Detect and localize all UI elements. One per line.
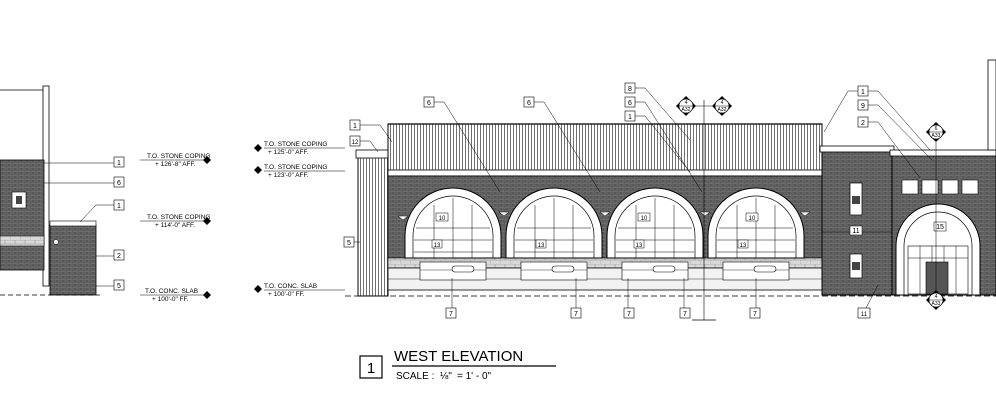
svg-text:6: 6 (935, 126, 938, 132)
tag-7c: 7 (627, 311, 631, 318)
scale-label: SCALE : (396, 371, 434, 382)
level-note-1-elev: + 126'-8" AFF. (155, 161, 196, 168)
door-label-10b: 10 (641, 216, 648, 222)
tag-9: 9 (861, 103, 865, 110)
svg-text:4: 4 (685, 100, 688, 106)
main-tags: 1 12 5 6 6 8 6 1 1 9 2 7 (343, 82, 933, 319)
tag-6b: 6 (427, 100, 431, 107)
tag-6c: 6 (527, 100, 531, 107)
door-label-13b: 13 (538, 243, 545, 249)
door-label-11: 11 (852, 228, 859, 235)
level-note-2-label: T.O. STONE COPING (147, 214, 210, 221)
door-labels: 10 13 13 10 13 10 13 (431, 212, 759, 249)
level-note-4-elev: + 125'-0" AFF. (268, 149, 309, 156)
door-label-13a: 13 (434, 243, 441, 249)
section-marker-3: 6 A33 (926, 122, 946, 142)
section-markers: 4 A32 4 A32 6 A33 4 A33 (676, 96, 946, 310)
drawing-number: 1 (367, 360, 375, 377)
tag-2a: 2 (117, 253, 121, 260)
arch-bay-1 (404, 187, 502, 281)
tag-1c: 1 (353, 123, 357, 130)
section-marker-1: 4 A32 (676, 96, 696, 116)
left-tags: 1 6 1 2 5 (44, 156, 125, 291)
tag-1e: 1 (861, 89, 865, 96)
level-note-2-elev: + 114'-0" AFF. (155, 222, 195, 229)
level-note-5-label: T.O. STONE COPING (264, 164, 327, 171)
tag-2b: 2 (861, 120, 865, 127)
tag-7a: 7 (449, 311, 453, 318)
door-label-13d: 13 (740, 243, 747, 249)
arched-bays (397, 187, 811, 281)
right-building-block: 11 15 (819, 59, 996, 296)
arch-bay-4 (707, 187, 805, 281)
scale-fraction: ⅛" (440, 371, 452, 382)
level-note-3-label: T.O. CONC. SLAB (145, 288, 198, 295)
svg-text:A33: A33 (932, 133, 941, 139)
svg-text:A32: A32 (718, 107, 727, 113)
tag-1a: 1 (117, 160, 121, 167)
tag-1b: 1 (117, 203, 121, 210)
level-note-4-label: T.O. STONE COPING (264, 141, 327, 148)
level-note-6-elev: + 100'-0" FF. (268, 291, 305, 298)
level-note-1-label: T.O. STONE COPING (147, 153, 210, 160)
tag-11: 11 (861, 312, 868, 318)
tag-12: 12 (352, 140, 359, 146)
left-level-notes: T.O. STONE COPING + 126'-8" AFF. T.O. ST… (140, 153, 211, 303)
svg-text:4: 4 (935, 294, 938, 300)
tag-6d: 6 (628, 100, 632, 107)
door-label-10c: 10 (749, 216, 756, 222)
svg-text:4: 4 (721, 100, 724, 106)
level-note-5-elev: + 123'-0" AFF. (268, 172, 309, 179)
section-marker-2: 4 A32 (712, 96, 732, 116)
tag-7b: 7 (574, 311, 578, 318)
tag-8: 8 (628, 86, 632, 93)
door-label-15: 15 (936, 224, 944, 231)
drawing-title: WEST ELEVATION (394, 348, 523, 365)
level-note-3-elev: + 100'-0" FF. (152, 296, 189, 303)
arch-bay-3 (606, 187, 704, 281)
left-building-fragment (0, 85, 100, 296)
door-label-13c: 13 (636, 243, 643, 249)
door-label-10a: 10 (439, 216, 446, 222)
middle-level-notes: T.O. STONE COPING + 125'-0" AFF. T.O. ST… (254, 141, 345, 298)
level-note-6-label: T.O. CONC. SLAB (264, 283, 317, 290)
tag-5a: 5 (117, 283, 121, 290)
scale-value: = 1' - 0" (457, 371, 492, 382)
svg-text:A33: A33 (932, 301, 941, 307)
tag-1d: 1 (628, 114, 632, 121)
tag-7e: 7 (753, 311, 757, 318)
arch-bay-2 (505, 187, 603, 281)
tag-7d: 7 (683, 311, 687, 318)
svg-text:A32: A32 (682, 107, 691, 113)
tag-5b: 5 (347, 240, 351, 247)
drawing-title-block: 1 WEST ELEVATION SCALE : ⅛" = 1' - 0" (359, 348, 556, 382)
tag-6a: 6 (117, 180, 121, 187)
section-marker-4: 4 A33 (926, 290, 946, 310)
